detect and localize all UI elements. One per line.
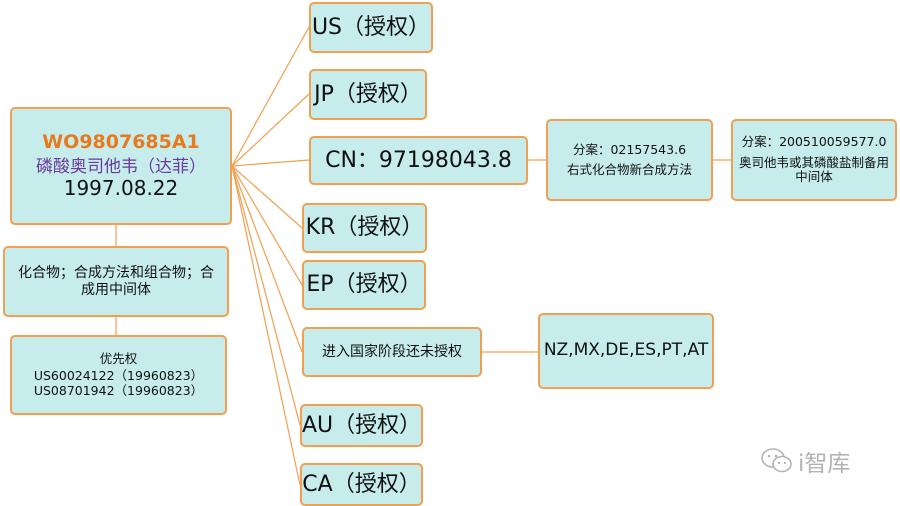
edge-root-jp bbox=[231, 93, 310, 167]
watermark-text: i智库 bbox=[798, 451, 851, 477]
country-kr: KR（授权） bbox=[302, 203, 427, 253]
country-au-label: AU（授权） bbox=[302, 412, 422, 438]
claims-box: 化合物；合成方法和组合物；合成用中间体 bbox=[3, 246, 229, 317]
divisional-2-title: 分案：200510059577.0 bbox=[741, 134, 887, 150]
country-cn-label: CN：97198043.8 bbox=[325, 147, 512, 173]
edge-root-au bbox=[231, 165, 301, 426]
edge-root-cn bbox=[231, 159, 310, 167]
country-us-label: US（授权） bbox=[311, 14, 431, 40]
national-phase-box: 进入国家阶段还未授权 bbox=[302, 327, 482, 377]
drug-name: 磷酸奥司他韦（达菲） bbox=[36, 156, 206, 177]
national-phase-label: 进入国家阶段还未授权 bbox=[322, 343, 462, 360]
edge-root-ca bbox=[231, 165, 301, 486]
edge-root-national bbox=[231, 165, 303, 353]
watermark: i智库 bbox=[760, 444, 850, 478]
country-ca-label: CA（授权） bbox=[302, 471, 421, 497]
country-jp: JP（授权） bbox=[309, 69, 427, 120]
priority-title: 优先权 bbox=[99, 350, 138, 366]
country-au: AU（授权） bbox=[300, 404, 423, 447]
patent-number: WO9807685A1 bbox=[42, 130, 200, 153]
root-patent-box: WO9807685A1 磷酸奥司他韦（达菲） 1997.08.22 bbox=[10, 107, 232, 225]
country-ep-label: EP（授权） bbox=[306, 272, 422, 298]
priority-box: 优先权 US60024122（19960823） US08701942（1996… bbox=[10, 335, 227, 415]
wechat-icon bbox=[761, 448, 792, 473]
filing-date: 1997.08.22 bbox=[63, 176, 179, 201]
country-cn: CN：97198043.8 bbox=[309, 136, 528, 185]
edge-root-ep bbox=[231, 165, 303, 286]
claims-text: 化合物；合成方法和组合物；合成用中间体 bbox=[18, 265, 214, 298]
country-ep: EP（授权） bbox=[302, 260, 426, 310]
country-ca: CA（授权） bbox=[300, 463, 423, 506]
divisional-2-box: 分案：200510059577.0 奥司他韦或其磷酸盐制备用中间体 bbox=[731, 119, 897, 201]
divisional-1-title: 分案：02157543.6 bbox=[572, 141, 687, 157]
divisional-1-box: 分案：02157543.6 右式化合物新合成方法 bbox=[546, 119, 713, 201]
divisional-1-desc: 右式化合物新合成方法 bbox=[566, 162, 692, 177]
priority-item: US60024122（19960823） bbox=[33, 368, 204, 384]
national-countries-box: NZ,MX,DE,ES,PT,AT bbox=[538, 313, 714, 389]
edge-root-us bbox=[231, 26, 310, 167]
country-kr-label: KR（授权） bbox=[305, 215, 424, 241]
country-jp-label: JP（授权） bbox=[314, 81, 422, 107]
edge-root-kr bbox=[231, 165, 303, 229]
priority-item: US08701942（19960823） bbox=[33, 382, 204, 398]
divisional-2-desc: 奥司他韦或其磷酸盐制备用中间体 bbox=[739, 154, 890, 185]
national-countries-list: NZ,MX,DE,ES,PT,AT bbox=[543, 340, 709, 361]
country-us: US（授权） bbox=[309, 2, 433, 53]
